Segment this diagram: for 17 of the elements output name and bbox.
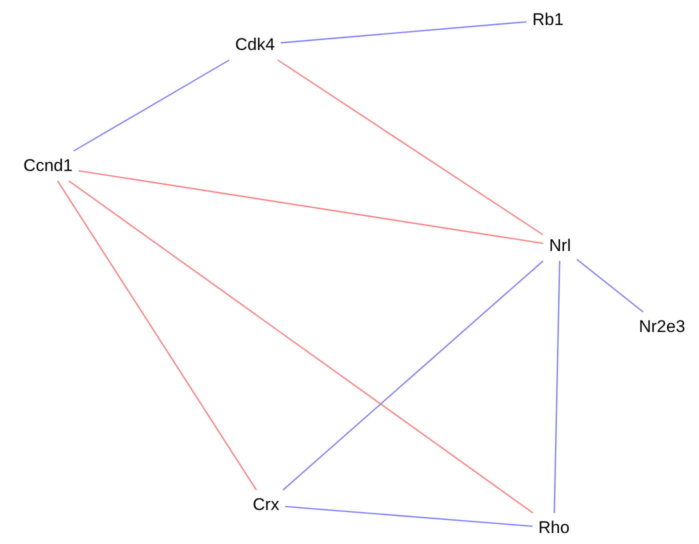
interaction-line — [576, 258, 644, 312]
gene-label: Nr2e3 — [636, 315, 688, 339]
gene-label: Crx — [250, 493, 282, 517]
gene-label: Rho — [535, 516, 573, 540]
interaction-line — [282, 260, 544, 490]
gene-label: Cdk4 — [232, 33, 278, 57]
interaction-line — [73, 59, 230, 152]
interaction-line — [277, 59, 544, 236]
interaction-line — [554, 260, 560, 514]
gene-label: Rb1 — [529, 8, 567, 32]
interaction-line — [57, 180, 257, 490]
interaction-line — [68, 180, 534, 514]
interaction-line — [280, 21, 526, 44]
gene-label: Nrl — [546, 234, 574, 258]
interaction-line — [285, 506, 532, 527]
gene-label: Ccnd1 — [20, 154, 76, 178]
interaction-line — [78, 170, 544, 244]
